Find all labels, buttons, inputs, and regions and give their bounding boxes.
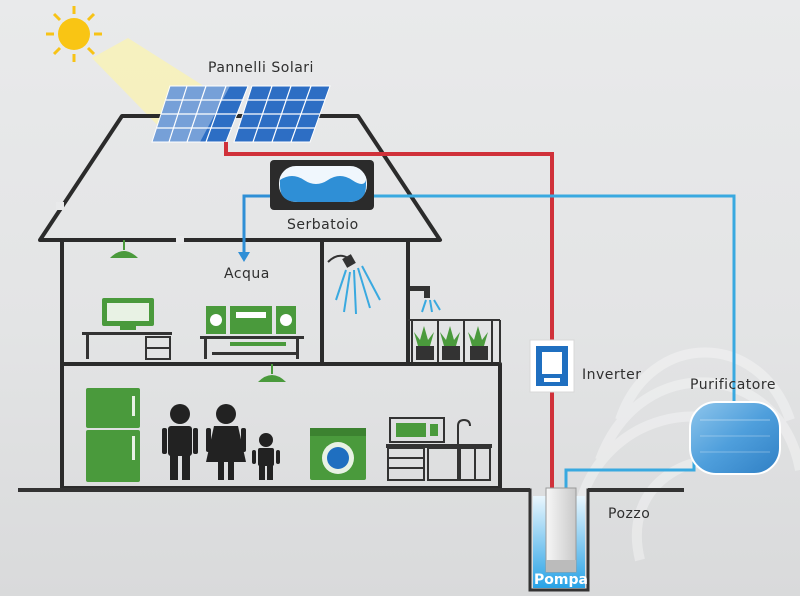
lamp-icon xyxy=(110,240,138,258)
label-solar-panels: Pannelli Solari xyxy=(208,60,314,76)
purifier-icon xyxy=(689,401,781,475)
label-pump: Pompa xyxy=(534,572,588,588)
label-well: Pozzo xyxy=(608,506,651,522)
inverter-icon xyxy=(529,339,575,393)
desk-with-computer-icon xyxy=(82,298,172,360)
lamp-icon-lower xyxy=(258,364,286,382)
label-inverter: Inverter xyxy=(582,367,642,383)
label-water: Acqua xyxy=(224,266,270,282)
label-purifier: Purificatore xyxy=(690,377,776,393)
solar-panels xyxy=(151,85,331,143)
tank xyxy=(270,160,374,210)
water-flow-arrow xyxy=(238,194,276,262)
shower-icon xyxy=(327,254,381,315)
family-icon xyxy=(162,404,280,480)
label-tank: Serbatoio xyxy=(287,217,359,233)
washing-machine-icon xyxy=(310,428,366,480)
pump-icon xyxy=(545,487,577,573)
kitchen-icon xyxy=(386,417,492,481)
refrigerator-icon xyxy=(86,388,140,482)
stereo-system-icon xyxy=(200,306,304,359)
plants-balcony-icon xyxy=(408,319,501,364)
faucet-icon xyxy=(410,286,441,313)
sun-icon xyxy=(46,6,102,62)
